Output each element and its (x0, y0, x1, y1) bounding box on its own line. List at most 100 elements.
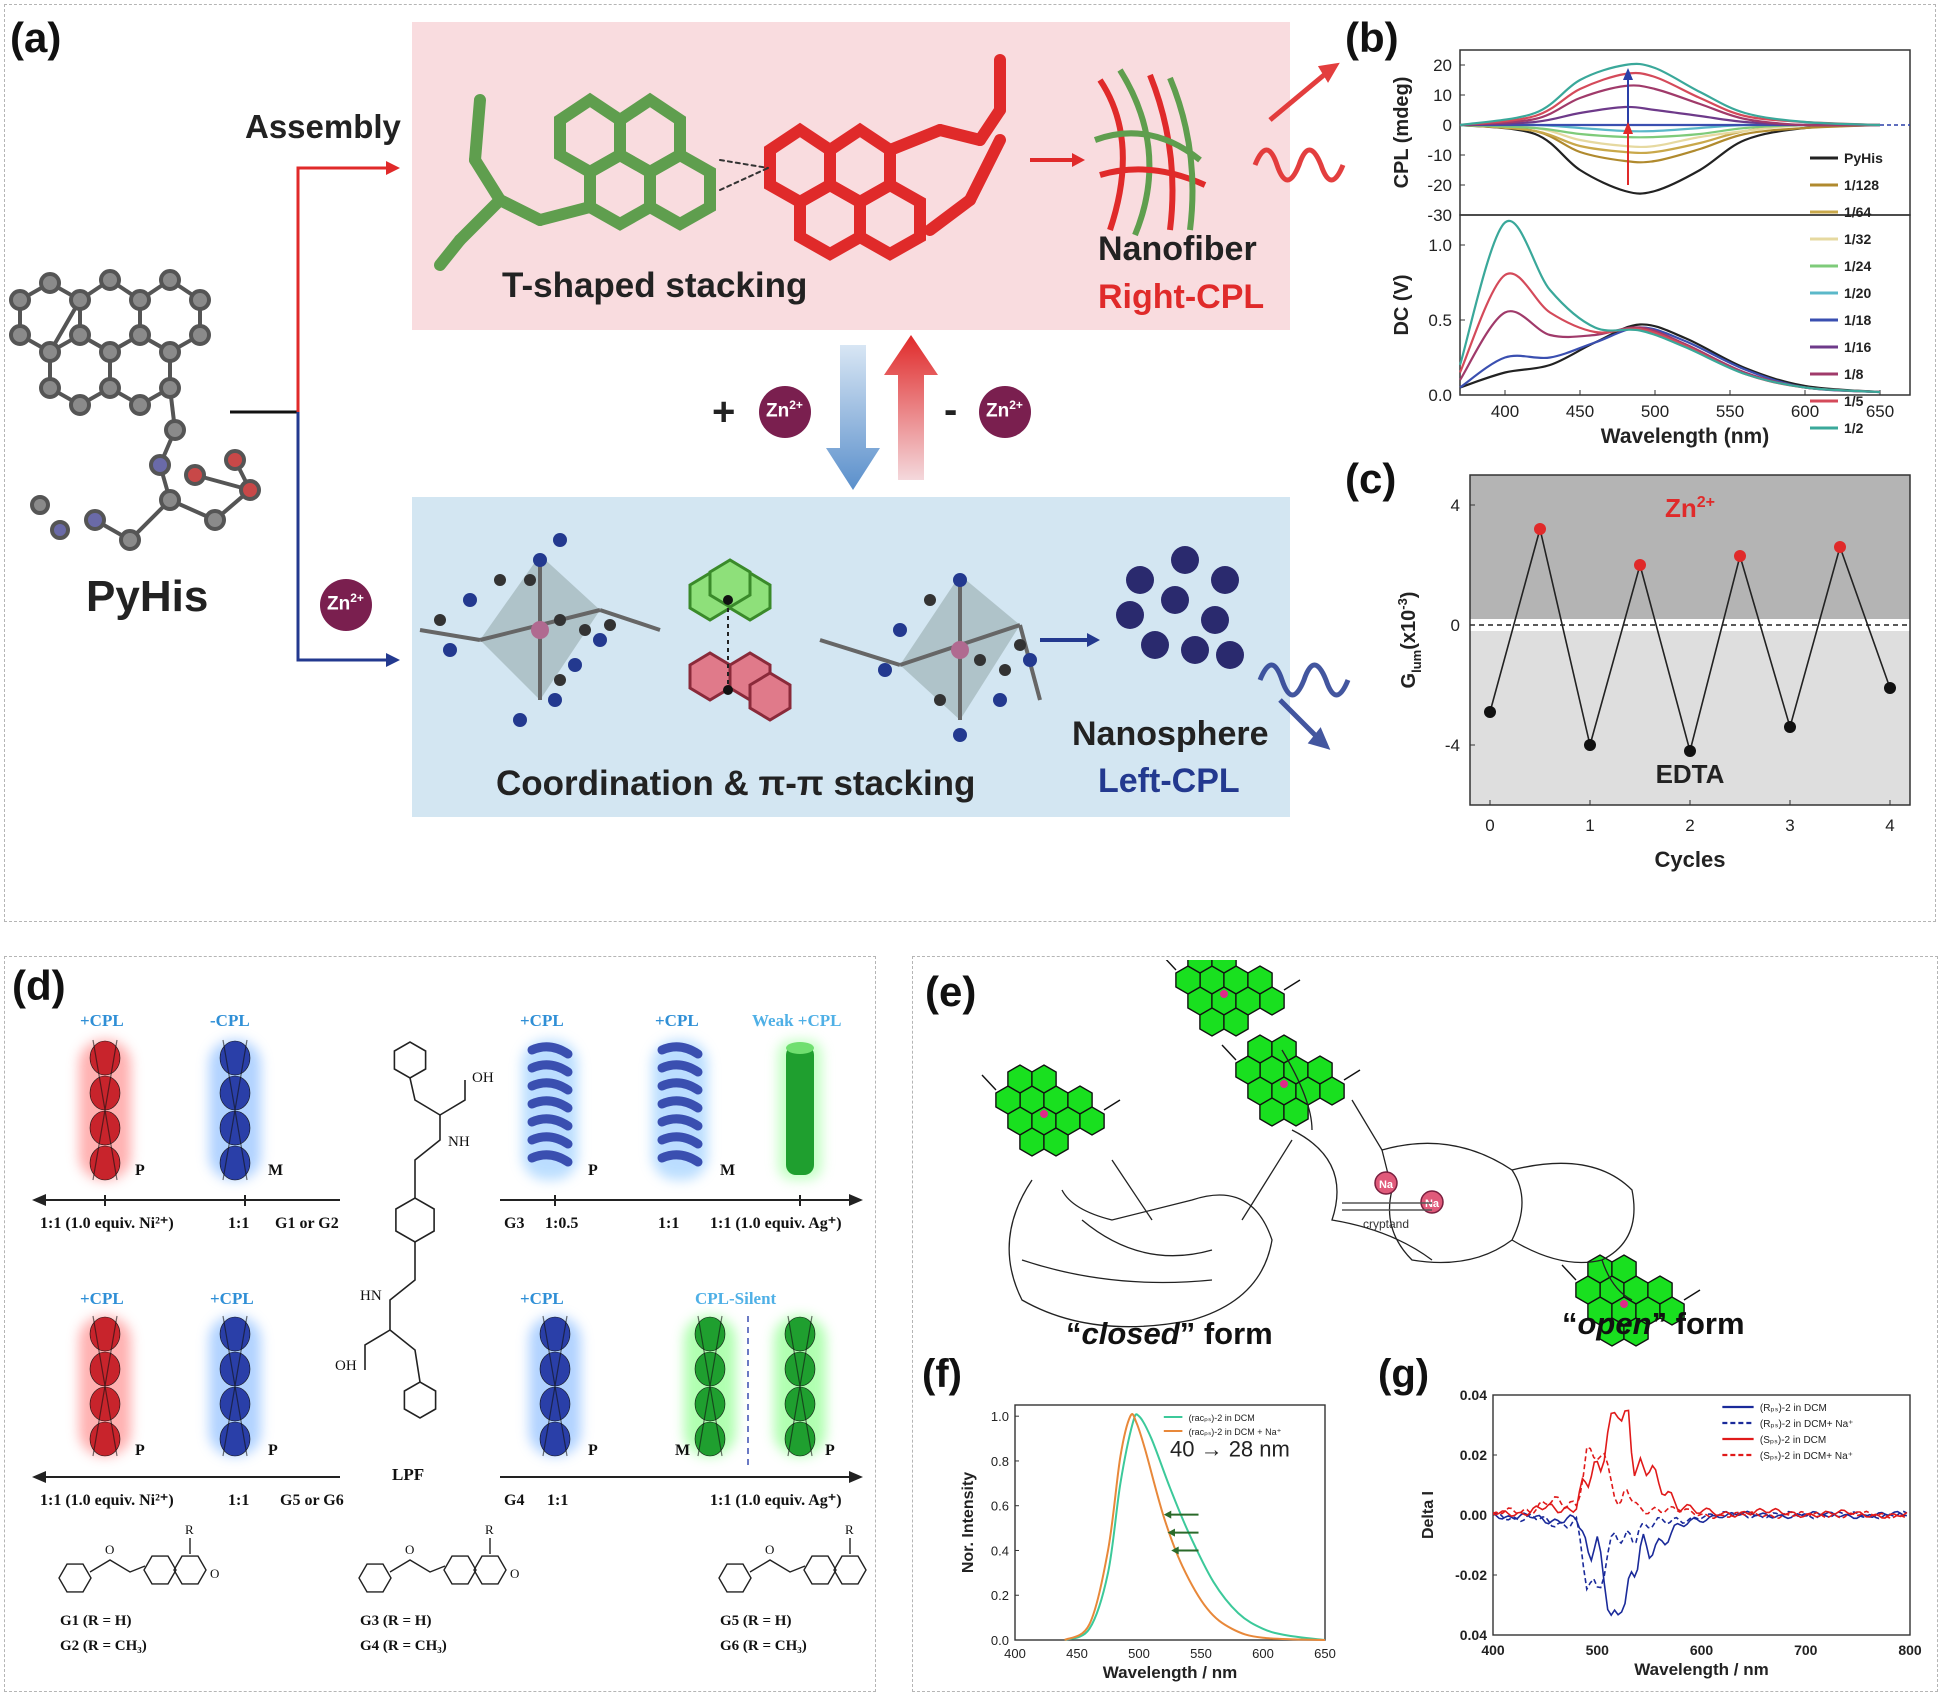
svg-text:Weak +CPL: Weak +CPL (752, 1011, 842, 1030)
g-series (1492, 1409, 1908, 1519)
svg-text:OH: OH (335, 1358, 357, 1374)
b-legend-label: 1/2 (1844, 420, 1864, 436)
c-point (1784, 721, 1796, 733)
c-point (1734, 550, 1746, 562)
b-top-ytick: 20 (1433, 56, 1452, 75)
d-helix-blue-p3 (529, 1315, 581, 1457)
panel-b-label: (b) (1345, 14, 1399, 61)
coordination-label: Coordination & π-π stacking (496, 764, 976, 803)
svg-text:P: P (135, 1162, 145, 1179)
zn-add-text: Zn2+ (766, 398, 803, 422)
svg-text:O: O (105, 1542, 114, 1557)
e-closed-chromophore-right (1221, 1034, 1361, 1127)
b-legend-label: 1/128 (1844, 177, 1879, 193)
svg-text:P: P (588, 1162, 598, 1179)
c-point (1534, 523, 1546, 535)
svg-text:-CPL: -CPL (210, 1011, 250, 1030)
d-helix-green-m (684, 1315, 736, 1457)
nanosphere-icon (1116, 546, 1244, 669)
c-point (1834, 541, 1846, 553)
b-xtick: 400 (1491, 402, 1519, 421)
zn-ion-add (759, 386, 811, 438)
d-cylinder (778, 1040, 822, 1180)
c-xtick: 3 (1785, 816, 1794, 835)
c-xtick: 4 (1885, 816, 1894, 835)
b-top-ytick: -30 (1427, 206, 1452, 225)
f-xtick: 400 (1004, 1646, 1026, 1661)
svg-text:CPL-Silent: CPL-Silent (695, 1289, 777, 1308)
d-helix-blue-p2 (209, 1315, 261, 1457)
b-legend-label: 1/18 (1844, 312, 1871, 328)
b-top-ytick: 0 (1443, 116, 1452, 135)
b-bottom-ytick: 1.0 (1428, 236, 1452, 255)
b-bottom-ylabel: DC (V) (1391, 274, 1413, 335)
b-bottom-ytick: 0.0 (1428, 386, 1452, 405)
zn-ion-remove (979, 386, 1031, 438)
panel-a-label: (a) (10, 14, 62, 61)
e-open-chromophore-bottom (1561, 1254, 1701, 1347)
c-edta-label: EDTA (1656, 759, 1725, 789)
f-xtick: 600 (1252, 1646, 1274, 1661)
d-helix-red-p2 (79, 1315, 131, 1457)
svg-text:P: P (588, 1442, 598, 1459)
b-legend-label: 1/16 (1844, 339, 1871, 355)
zn-ion-branch (320, 579, 372, 631)
b-bottom-series (1458, 219, 1881, 394)
svg-text:1:1: 1:1 (547, 1492, 568, 1509)
f-ytick: 0.8 (991, 1454, 1009, 1469)
b-top-ylabel: CPL (mdeg) (1391, 77, 1413, 189)
zn-branch-text: Zn2+ (327, 591, 364, 615)
f-legend-label: (racₚₛ)-2 in DCM (1189, 1413, 1255, 1423)
svg-text:1:1 (1.0 equiv. Ni²⁺): 1:1 (1.0 equiv. Ni²⁺) (40, 1215, 174, 1232)
f-ytick: 0.4 (991, 1543, 1009, 1558)
b-legend-label: 1/64 (1844, 204, 1871, 220)
b-bottom-ytick: 0.5 (1428, 311, 1452, 330)
b-legend-label: 1/8 (1844, 366, 1864, 382)
svg-text:P: P (135, 1442, 145, 1459)
svg-text:1:1 (1.0 equiv. Ag⁺): 1:1 (1.0 equiv. Ag⁺) (710, 1215, 842, 1232)
svg-text:G6 (R = CH₃): G6 (R = CH₃) (720, 1638, 807, 1654)
assembly-label: Assembly (245, 108, 401, 145)
g-legend-label: (Sₚₛ)-2 in DCM+ Na⁺ (1760, 1451, 1853, 1462)
svg-text:G5 or G6: G5 or G6 (280, 1492, 344, 1509)
g-legend-label: (Rₚₛ)-2 in DCM+ Na⁺ (1760, 1419, 1854, 1430)
svg-text:G1 or G2: G1 or G2 (275, 1215, 339, 1232)
f-series (1064, 1413, 1326, 1641)
g-xlabel: Wavelength / nm (1634, 1660, 1768, 1679)
c-point (1484, 706, 1496, 718)
d-lpf-structure (364, 1041, 466, 1419)
f-series (1064, 1413, 1326, 1641)
g-legend-label: (Sₚₛ)-2 in DCM (1760, 1435, 1826, 1446)
nanosphere-label: Nanosphere (1072, 715, 1269, 753)
c-xtick: 2 (1685, 816, 1694, 835)
g-series (1492, 1510, 1908, 1592)
panel-c-label: (c) (1345, 455, 1397, 502)
pyhis-label: PyHis (86, 572, 209, 621)
c-ylabel: Glum(x10-3) (1395, 592, 1424, 689)
c-ytick: -4 (1445, 736, 1460, 755)
right-cpl-helix-icon (1252, 62, 1346, 183)
svg-text:+CPL: +CPL (520, 1011, 564, 1030)
svg-text:HN: HN (360, 1288, 382, 1304)
f-legend-label: (racₚₛ)-2 in DCM + Na⁺ (1189, 1427, 1282, 1437)
svg-text:Na: Na (1425, 1198, 1440, 1210)
b-top-ytick: 10 (1433, 86, 1452, 105)
open-form-label: “open” form (1562, 1306, 1745, 1341)
svg-text:M: M (268, 1162, 283, 1179)
d-guest-structure (718, 1538, 867, 1593)
f-xlabel: Wavelength / nm (1103, 1663, 1237, 1682)
svg-text:1:1: 1:1 (658, 1215, 679, 1232)
panel-g-label: (g) (1378, 1352, 1430, 1396)
svg-text:G3 (R = H): G3 (R = H) (360, 1613, 431, 1629)
f-annotation: 40 → 28 nm (1170, 1436, 1290, 1461)
f-ytick: 0.2 (991, 1588, 1009, 1603)
g-ytick: 0.02 (1460, 1447, 1487, 1463)
svg-text:1:1: 1:1 (228, 1492, 249, 1509)
c-point (1684, 745, 1696, 757)
svg-text:+CPL: +CPL (520, 1289, 564, 1308)
svg-text:1:1: 1:1 (228, 1215, 249, 1232)
